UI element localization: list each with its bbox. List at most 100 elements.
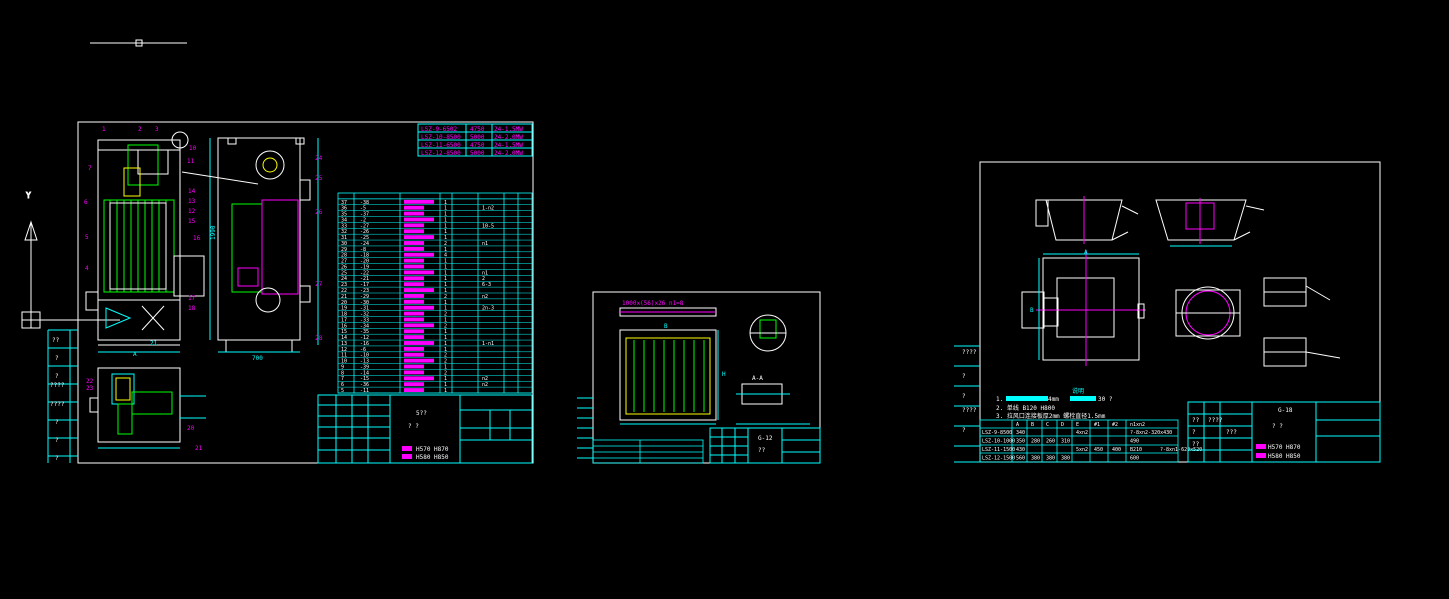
sheet-2-notes-block [592,439,704,464]
size-table-cell: 400 [1112,447,1121,453]
parts-row-qty: 4 [444,253,447,259]
svg-text:5000: 5000 [470,134,485,141]
parts-row-number: 22 [341,288,347,294]
svg-text:12: 12 [188,208,196,215]
sheet-2-border [592,291,821,464]
svg-text:? ?: ? ? [1272,423,1283,430]
parts-row-number: 34 [341,217,347,223]
parts-row-code: -13 [360,359,369,365]
size-table-header: B [1031,422,1034,428]
parts-row-number: 19 [341,306,347,312]
svg-text:11: 11 [187,158,195,165]
parts-row-name-fill [404,352,424,357]
parts-row-code: -34 [360,323,369,329]
parts-row-code: -12 [360,335,369,341]
size-table-cell: 600 [1130,456,1139,462]
parts-row-qty: 1 [444,341,447,347]
svg-text:H580 H850: H580 H850 [1268,453,1301,460]
svg-text:说明: 说明 [1072,387,1084,395]
parts-row-code: -14 [360,370,369,376]
flange-details [1263,277,1341,367]
svg-text:3: 3 [155,126,159,133]
parts-row-code: -15 [360,376,369,382]
parts-row-code: -35 [360,329,369,335]
parts-row-code: -26 [360,229,369,235]
drawing-sheet-2[interactable]: 1000x(56)x26 n1=8 B H A-A G-12 ?? [577,291,821,464]
parts-row-number: 32 [341,229,347,235]
parts-row-name-fill [404,258,424,263]
size-table-header: E [1076,422,1079,428]
parts-row-code: -37 [360,212,369,218]
sheet-3-left-marks [954,345,980,463]
parts-row-number: 24 [341,276,347,282]
parts-row-name-fill [404,317,424,322]
parts-row-qty: 1 [444,235,447,241]
parts-row-number: 12 [341,347,347,353]
parts-row-code: -33 [360,317,369,323]
sheet-3-left-mark-labels: ???? ? ? ???? ? [962,349,977,434]
parts-row-spec: 2 [482,276,485,282]
svg-text:20: 20 [187,425,195,432]
plan-view-callouts: 22 23 20 21 [86,378,203,452]
svg-text:15: 15 [188,218,196,225]
parts-row-number: 6 [341,382,344,388]
parts-row-qty: 1 [444,376,447,382]
parts-row-code: -19 [360,264,369,270]
parts-row-code: -17 [360,282,369,288]
parts-row-name-fill [404,364,424,369]
ucs-icon: Y [21,191,120,329]
side-view [181,137,319,353]
svg-text:?: ? [55,419,59,426]
parts-row-number: 18 [341,312,347,318]
parts-row-name-fill [404,211,424,216]
parts-row-number: 5 [341,388,344,394]
parts-row-number: 26 [341,264,347,270]
parts-row-code: -27 [360,223,369,229]
parts-row-code: -11 [360,388,369,394]
svg-text:B: B [1030,307,1034,314]
size-table-header: A [1016,422,1019,428]
plan-view [89,367,206,449]
parts-row-spec: n1 [482,241,488,247]
svg-text:????: ???? [50,401,65,408]
parts-row-spec: n2 [482,376,488,382]
size-table-cell: 280 [1031,439,1040,445]
parts-row-spec: 2n-3 [482,306,494,312]
svg-text:H: H [722,371,726,378]
svg-text:24-1.5MW: 24-1.5MW [494,142,523,149]
spec-table [417,123,533,157]
parts-row-number: 21 [341,294,347,300]
svg-text:24: 24 [315,155,323,162]
parts-row-qty: 1 [444,206,447,212]
parts-row-number: 27 [341,259,347,265]
parts-row-number: 16 [341,323,347,329]
drawing-sheet-3[interactable]: ???? ? ? ???? ? [954,161,1381,463]
parts-row-number: 30 [341,241,347,247]
parts-row-qty: 1 [444,288,447,294]
size-table-cell: 380 [1031,456,1040,462]
parts-row-spec: n2 [482,382,488,388]
sheet-2-title-text: G-12 ?? [758,435,773,454]
size-table-header: #2 [1112,422,1118,428]
parts-row-name-fill [404,376,434,381]
svg-text:16: 16 [193,235,201,242]
parts-row-name-fill [404,370,424,375]
parts-row-qty: 1 [444,229,447,235]
sheet-1-left-marks [47,329,78,463]
parts-row-number: 7 [341,376,344,382]
parts-row-qty: 1 [444,217,447,223]
size-table-cell: 350 [1016,439,1025,445]
svg-text:A-A: A-A [752,375,763,382]
parts-row-qty: 2 [444,241,447,247]
parts-row-number: 15 [341,329,347,335]
parts-row-name-fill [404,276,424,281]
parts-row-name-fill [404,205,424,210]
drawing-sheet-1[interactable]: ?? ? ? ???? ???? ? ? ? [47,121,534,464]
size-table-cell: LSZ-12-1500 [982,456,1015,462]
parts-row-code: -16 [360,341,369,347]
size-table-cell: 450 [1094,447,1103,453]
parts-row-number: 10 [341,359,347,365]
svg-text:5: 5 [85,234,89,241]
